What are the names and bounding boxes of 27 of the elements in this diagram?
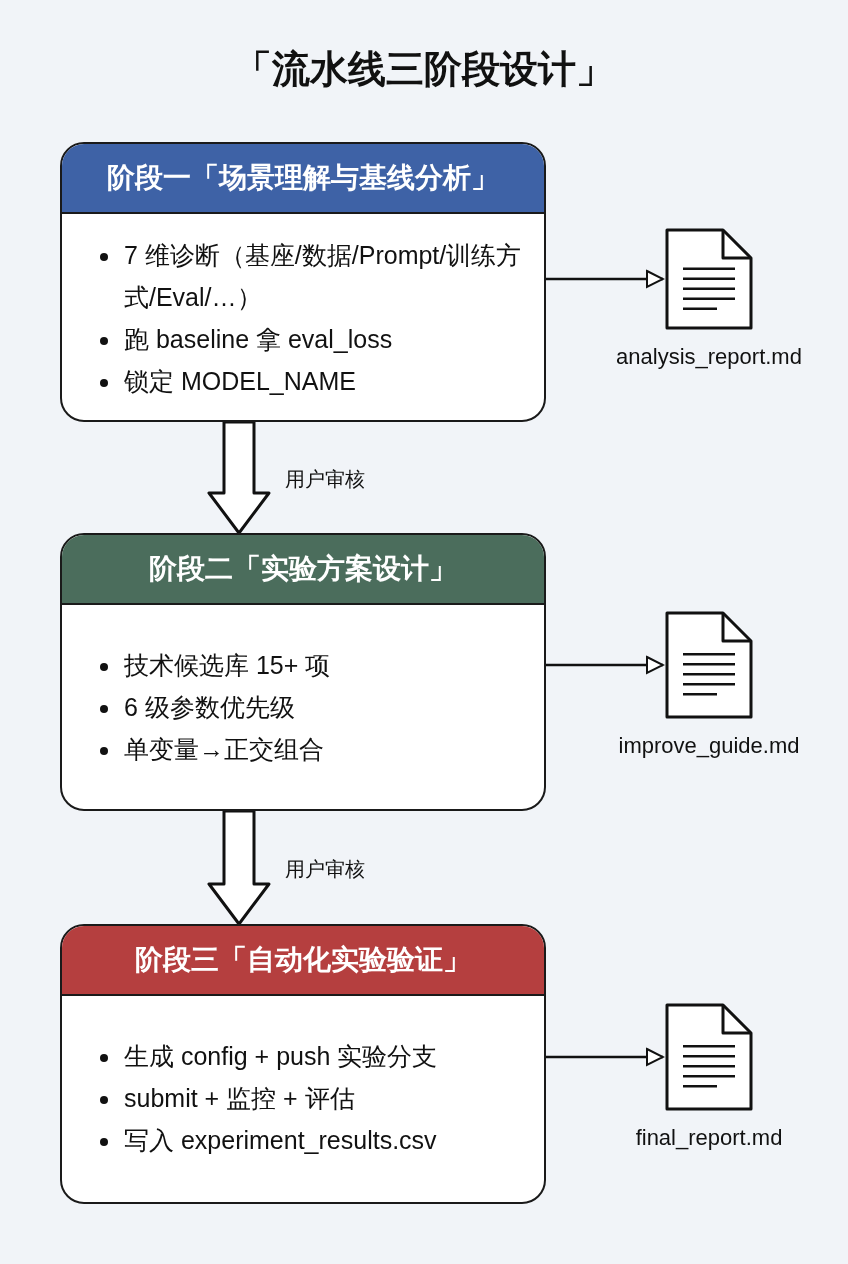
bullet-item: 写入 experiment_results.csv (124, 1125, 437, 1156)
bullet-item: 跑 baseline 拿 eval_loss (124, 324, 393, 355)
file-name-label: final_report.md (635, 1125, 783, 1151)
bullet-item: submit + 监控 + 评估 (124, 1083, 355, 1114)
stage-heading: 阶段一「场景理解与基线分析」 (107, 161, 499, 195)
stage-card (60, 533, 546, 811)
file-name-label: improve_guide.md (618, 733, 800, 759)
bullet-item: 7 维诊断（基座/数据/Prompt/训练方式/Eval/…） (124, 240, 523, 313)
document-icon (665, 228, 753, 330)
stage-card (60, 142, 546, 422)
arrow (546, 270, 664, 288)
bullet-item: 技术候选库 15+ 项 (124, 650, 331, 681)
arrow (546, 1048, 664, 1066)
bullet-item: 6 级参数优先级 (124, 692, 295, 723)
stage-heading: 阶段三「自动化实验验证」 (135, 943, 471, 977)
bullet-item: 锁定 MODEL_NAME (124, 366, 356, 397)
document-icon (665, 611, 753, 719)
document-icon (665, 1003, 753, 1111)
block-arrow (207, 420, 271, 535)
bullet-item: 单变量→正交组合 (124, 734, 324, 765)
bullet-item: 生成 config + push 实验分支 (124, 1041, 438, 1072)
stage-heading: 阶段二「实验方案设计」 (149, 552, 457, 586)
diagram-title: 「流水线三阶段设计」 (234, 47, 614, 92)
arrow (546, 656, 664, 674)
block-arrow (207, 809, 271, 926)
stage-card (60, 924, 546, 1204)
file-name-label: analysis_report.md (616, 344, 802, 370)
